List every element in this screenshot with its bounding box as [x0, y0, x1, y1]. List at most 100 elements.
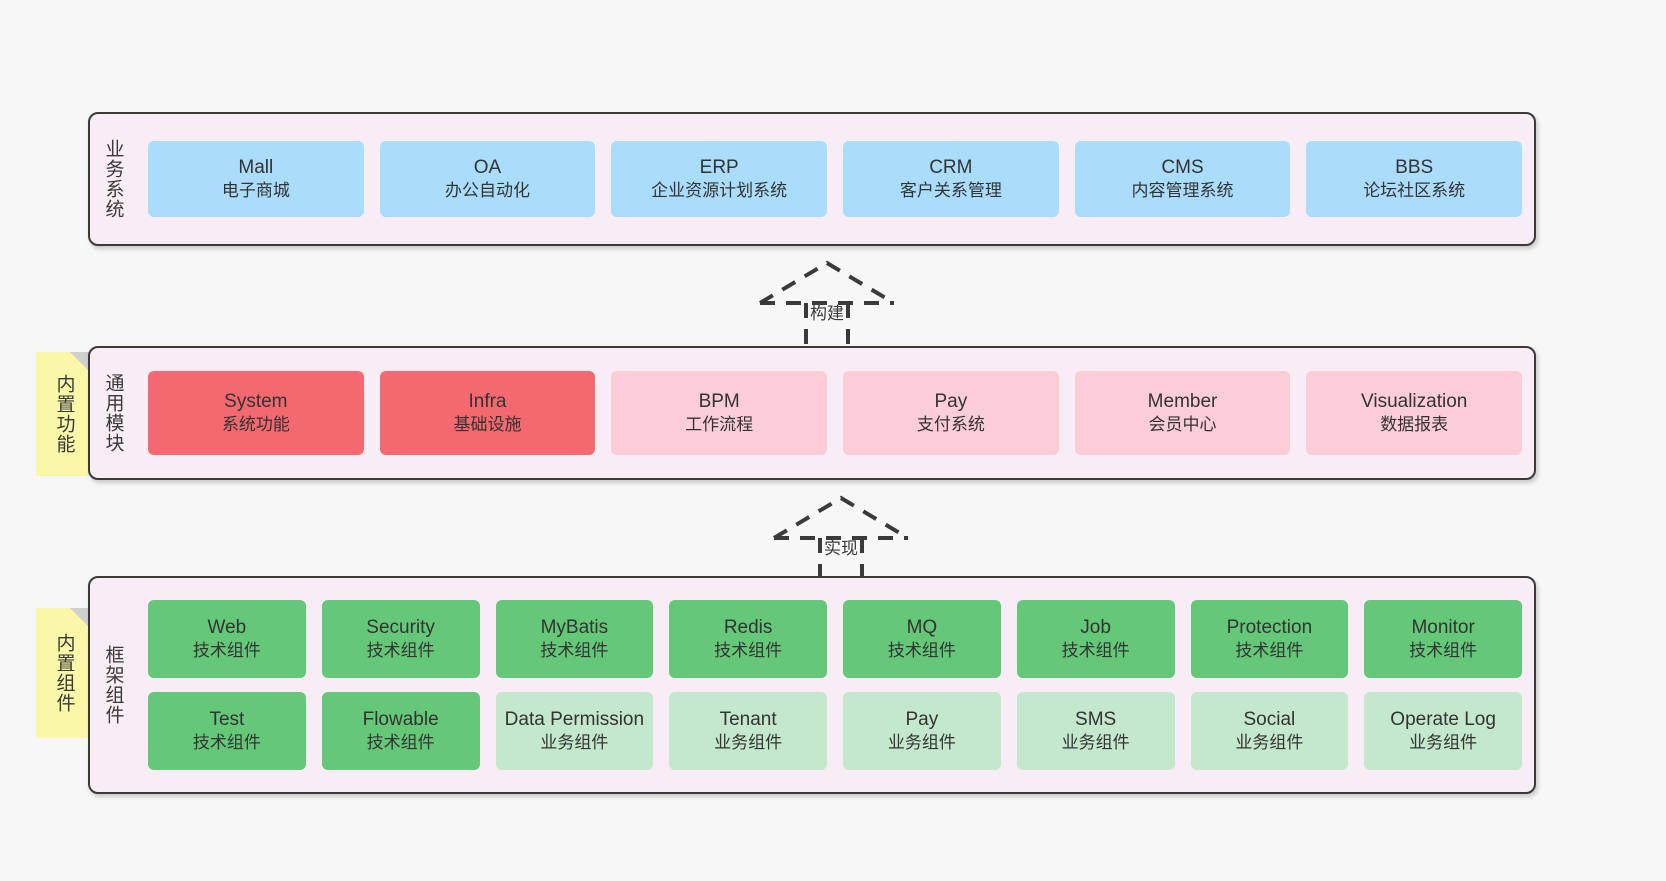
framework-node-mq[interactable]: MQ 技术组件	[843, 600, 1001, 678]
framework-node-tenant[interactable]: Tenant 业务组件	[669, 692, 827, 770]
framework-node-protection[interactable]: Protection 技术组件	[1190, 600, 1349, 678]
framework-node-web[interactable]: Web 技术组件	[148, 600, 306, 678]
framework-node-security[interactable]: Security 技术组件	[321, 600, 480, 678]
business-system-body: Mall 电子商城 OA 办公自动化 ERP 企业资源计划系统 CRM 客户关系…	[136, 114, 1534, 244]
node-subtitle: 内容管理系统	[1131, 181, 1234, 201]
node-title: CMS	[1161, 156, 1204, 178]
sticky-note-label: 内置组件	[53, 633, 75, 713]
module-node-system[interactable]: System 系统功能	[148, 371, 364, 455]
framework-row-1: Web 技术组件 Security 技术组件 MyBatis 技术组件 Redi…	[148, 600, 1522, 678]
node-title: Protection	[1226, 616, 1313, 638]
common-modules-row: System 系统功能 Infra 基础设施 BPM 工作流程 Pay 支付系统…	[148, 371, 1523, 455]
node-title: ERP	[699, 156, 739, 178]
node-title: MQ	[906, 616, 938, 638]
business-system-row: Mall 电子商城 OA 办公自动化 ERP 企业资源计划系统 CRM 客户关系…	[148, 141, 1523, 217]
sticky-note-label: 内置功能	[53, 374, 75, 454]
framework-components-body: Web 技术组件 Security 技术组件 MyBatis 技术组件 Redi…	[136, 578, 1534, 792]
framework-components-panel: 框架组件 Web 技术组件 Security 技术组件 MyBatis 技术组件…	[88, 576, 1536, 794]
node-title: Operate Log	[1390, 708, 1496, 730]
node-subtitle: 技术组件	[1061, 641, 1130, 661]
business-node-oa[interactable]: OA 办公自动化	[379, 141, 596, 217]
node-subtitle: 业务组件	[540, 733, 609, 753]
module-node-infra[interactable]: Infra 基础设施	[379, 371, 596, 455]
business-system-title: 业务系统	[102, 139, 124, 219]
business-node-cms[interactable]: CMS 内容管理系统	[1074, 141, 1291, 217]
node-title: Web	[207, 616, 247, 638]
node-subtitle: 企业资源计划系统	[651, 181, 788, 201]
module-node-visualization[interactable]: Visualization 数据报表	[1306, 371, 1523, 455]
node-subtitle: 业务组件	[887, 733, 956, 753]
node-subtitle: 业务组件	[714, 733, 783, 753]
node-subtitle: 电子商城	[221, 181, 290, 201]
node-title: MyBatis	[540, 616, 609, 638]
framework-node-monitor[interactable]: Monitor 技术组件	[1364, 600, 1522, 678]
node-subtitle: 技术组件	[366, 641, 435, 661]
node-subtitle: 数据报表	[1380, 415, 1449, 435]
node-title: Member	[1147, 390, 1218, 412]
business-node-mall[interactable]: Mall 电子商城	[148, 141, 364, 217]
folded-corner-icon	[70, 352, 92, 374]
node-title: Test	[209, 708, 245, 730]
node-subtitle: 会员中心	[1148, 415, 1217, 435]
node-subtitle: 技术组件	[366, 733, 435, 753]
node-subtitle: 业务组件	[1409, 733, 1478, 753]
module-node-member[interactable]: Member 会员中心	[1074, 371, 1291, 455]
common-modules-panel: 通用模块 System 系统功能 Infra 基础设施 BPM 工作流程 Pay…	[88, 346, 1536, 480]
framework-node-data-permission[interactable]: Data Permission 业务组件	[495, 692, 654, 770]
connector-implement: 实现	[756, 490, 926, 590]
node-subtitle: 业务组件	[1235, 733, 1304, 753]
business-node-crm[interactable]: CRM 客户关系管理	[843, 141, 1059, 217]
node-title: Data Permission	[504, 708, 645, 730]
business-node-erp[interactable]: ERP 企业资源计划系统	[611, 141, 828, 217]
node-title: OA	[473, 156, 502, 178]
node-title: Security	[366, 616, 435, 638]
business-system-panel: 业务系统 Mall 电子商城 OA 办公自动化 ERP 企业资源计划系统 CRM…	[88, 112, 1536, 246]
node-title: Monitor	[1411, 616, 1475, 638]
business-node-bbs[interactable]: BBS 论坛社区系统	[1306, 141, 1523, 217]
node-subtitle: 业务组件	[1061, 733, 1130, 753]
node-subtitle: 工作流程	[685, 415, 754, 435]
node-subtitle: 技术组件	[192, 641, 261, 661]
framework-node-social[interactable]: Social 业务组件	[1190, 692, 1349, 770]
framework-node-job[interactable]: Job 技术组件	[1016, 600, 1175, 678]
framework-components-title: 框架组件	[102, 645, 124, 725]
framework-node-redis[interactable]: Redis 技术组件	[669, 600, 827, 678]
node-title: Mall	[238, 156, 274, 178]
node-subtitle: 办公自动化	[445, 181, 530, 201]
sticky-note-builtin-component: 内置组件	[36, 608, 92, 738]
framework-node-operate-log[interactable]: Operate Log 业务组件	[1364, 692, 1522, 770]
connector-implement-label: 实现	[824, 539, 858, 558]
node-subtitle: 论坛社区系统	[1363, 181, 1466, 201]
module-node-bpm[interactable]: BPM 工作流程	[611, 371, 828, 455]
connector-build: 构建	[742, 255, 912, 355]
node-subtitle: 系统功能	[221, 415, 290, 435]
node-subtitle: 基础设施	[453, 415, 522, 435]
node-title: Tenant	[719, 708, 777, 730]
framework-node-test[interactable]: Test 技术组件	[148, 692, 306, 770]
node-title: Flowable	[362, 708, 439, 730]
module-node-pay[interactable]: Pay 支付系统	[843, 371, 1059, 455]
node-title: Job	[1080, 616, 1111, 638]
node-title: SMS	[1075, 708, 1117, 730]
node-title: Redis	[723, 616, 773, 638]
connector-build-label: 构建	[810, 304, 844, 323]
node-title: Visualization	[1361, 390, 1468, 412]
node-subtitle: 技术组件	[714, 641, 783, 661]
common-modules-body: System 系统功能 Infra 基础设施 BPM 工作流程 Pay 支付系统…	[136, 348, 1534, 478]
framework-node-flowable[interactable]: Flowable 技术组件	[321, 692, 480, 770]
framework-node-sms[interactable]: SMS 业务组件	[1016, 692, 1175, 770]
node-title: Social	[1243, 708, 1296, 730]
common-modules-title: 通用模块	[102, 373, 124, 453]
node-title: BPM	[698, 390, 740, 412]
node-subtitle: 支付系统	[916, 415, 985, 435]
node-title: System	[224, 390, 288, 412]
framework-node-pay[interactable]: Pay 业务组件	[843, 692, 1001, 770]
node-title: Infra	[468, 390, 507, 412]
node-title: CRM	[929, 156, 973, 178]
node-title: Pay	[934, 390, 968, 412]
node-subtitle: 技术组件	[192, 733, 261, 753]
framework-node-mybatis[interactable]: MyBatis 技术组件	[495, 600, 654, 678]
node-subtitle: 技术组件	[887, 641, 956, 661]
node-title: BBS	[1395, 156, 1434, 178]
folded-corner-icon	[70, 608, 92, 630]
